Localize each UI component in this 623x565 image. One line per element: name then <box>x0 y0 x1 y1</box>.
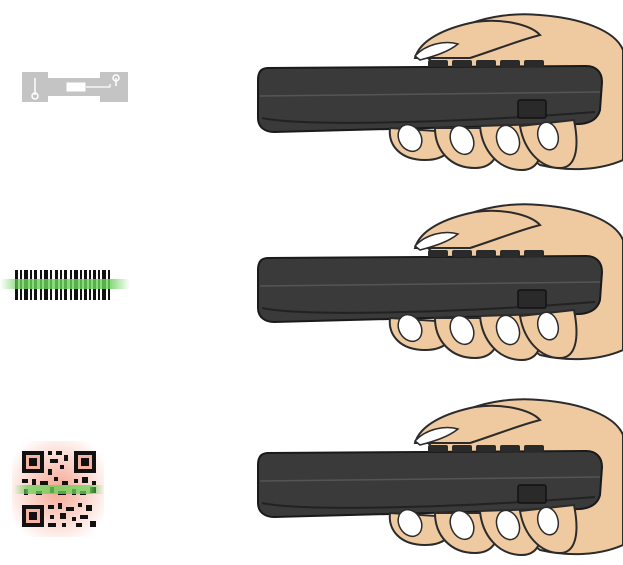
handheld-scanner-icon <box>240 190 623 370</box>
plug-connector-icon <box>0 0 160 180</box>
row-qr <box>0 385 623 565</box>
row-barcode <box>0 190 623 370</box>
handheld-scanner-icon <box>240 385 623 565</box>
handheld-scanner-icon <box>240 0 623 180</box>
qr-code-icon <box>0 385 160 565</box>
barcode-icon <box>0 190 160 370</box>
row-pairing <box>0 0 623 180</box>
